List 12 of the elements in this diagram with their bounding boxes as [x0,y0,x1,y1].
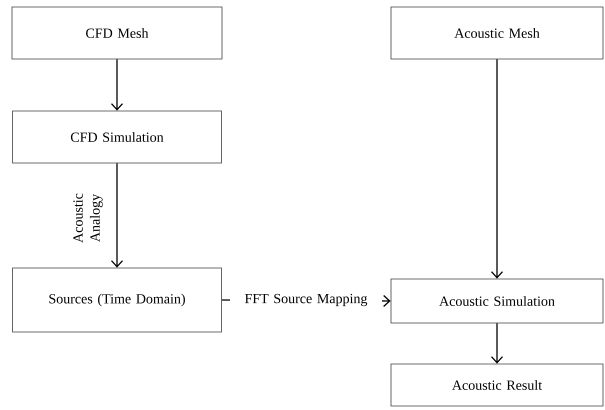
process-box: Acoustic Result [390,364,604,406]
process-box: Sources (Time Domain) [12,268,222,332]
arrow [111,59,123,111]
process-box: CFD Mesh [12,6,222,60]
process-box: Acoustic Simulation [390,278,604,324]
arrow [491,59,503,279]
process-box: CFD Simulation [12,110,222,164]
arrow [111,163,123,268]
edge-label: Acoustic Analogy [73,194,103,243]
edge-label: FFT Source Mapping [230,292,382,308]
arrow [491,323,503,364]
process-box: Acoustic Mesh [390,6,604,60]
